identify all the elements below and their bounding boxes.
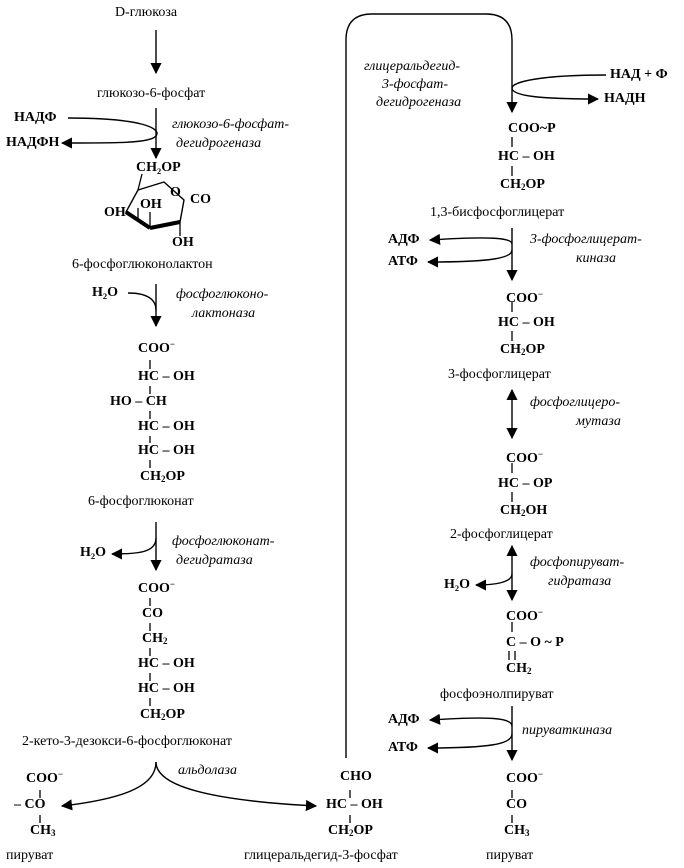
pyruvate-left-name: пируват [6,848,54,863]
pgk-line2: киназа [576,251,616,266]
bpg-ch2op: CH2OP [500,177,545,192]
kdpg-hc-oh-1: HC – OH [138,656,195,671]
pyruvate-right-co: CO [506,797,527,812]
nadp-label: НАДФ [14,110,57,125]
pg3-hc-oh: HC – OH [498,315,555,330]
g3pdh-line1: глицеральдегид- [364,59,461,74]
adp2-label: АДФ [388,712,420,727]
adp1-label: АДФ [388,232,420,247]
lactonase-line1: фосфоглюконо- [176,287,269,302]
arrow-nadp-nadph [60,117,158,149]
gluconate-hc-oh-1: HC – OH [138,369,195,384]
lactone-ch2op: CH₂OP [136,160,181,175]
pep-coo: COO− [506,607,544,624]
arrow-adp [428,233,513,245]
kdpg-co: CO [142,606,163,621]
aldolase-label: альдолаза [178,763,237,778]
pg2-hc-op: HC – OP [498,476,553,491]
enolase-line2: гидратаза [548,574,612,589]
atp1-label: АТФ [388,254,418,269]
h2o-right-label: H₂O [444,577,470,592]
lactone-ring-oxygen: O [170,185,181,200]
dehydratase-line2: дегидратаза [176,553,253,568]
arrow-h2o-in [127,292,157,311]
gluconate-hc-oh-2: HC – OH [138,419,195,434]
pgk-line1: 3-фосфоглицерат- [530,232,642,247]
nad-p-label: НАД + Ф [610,67,668,82]
lactone-ring [124,173,185,236]
pyruvate-right-name: пируват [486,848,534,863]
pg3-name: 3-фосфоглицерат [448,367,551,382]
pyruvate-left-ch3: CH3 [30,823,56,838]
g3p-cho: CHO [340,769,372,784]
pep-c-o-p: C – O ~ P [506,635,564,650]
pyruvate-right-ch3: CH3 [504,823,530,838]
atp2-label: АТФ [388,740,418,755]
arrow-h2o-out [110,537,157,560]
g3p-name: глицеральдегид-3-фосфат [244,848,398,863]
bpg-name: 1,3-бисфосфоглицерат [430,205,565,220]
kdpg-name: 2-кето-3-дезокси-6-фосфоглюконат [22,734,232,749]
arrow-aldolase-g3p [155,761,318,812]
g6pdh-enzyme-line1: глюкозо-6-фосфат- [172,117,290,132]
lactone-co: CO [190,192,211,207]
pgm-line2: мутаза [576,414,621,429]
gluconate-ch2op: CH2OP [140,469,185,484]
arrow-adp2 [428,713,513,727]
lactone-oh-1: OH [104,205,126,220]
gluconate-ho-ch: HO – CH [110,394,167,409]
dehydratase-line1: фосфоглюконат- [172,534,275,549]
arrow-aldolase-pyruvate [60,761,157,811]
bonds [39,137,516,823]
lactone-oh-2: OH [140,197,162,212]
gluconate-coo: COO− [138,339,176,356]
kdpg-hc-oh-2: HC – OH [138,681,195,696]
pep-name: фосфоэнолпируват [440,687,554,702]
bpg-coo-p: COO~P [508,121,556,136]
pg3-ch2op: CH2OP [500,342,545,357]
pk-enzyme-label: пируваткиназа [522,723,613,738]
pg2-name: 2-фосфоглицерат [450,527,553,542]
nadph-label: НАДФН [6,135,60,150]
loop-line [345,13,513,758]
pyruvate-left-co: – CO [14,797,46,812]
pyruvate-right-coo: COO− [506,769,544,786]
glucose-label: D-глюкоза [115,5,178,20]
g6p-label: глюкозо-6-фосфат [97,86,206,101]
g3p-ch2op: CH2OP [328,823,373,838]
enolase-line1: фосфопируват- [530,555,625,570]
arrow-h2o-right [474,573,513,591]
lactone-name: 6-фосфоглюконолактон [72,257,213,272]
g3pdh-line2: 3-фосфат- [382,77,448,92]
kdpg-ch2: CH2 [142,631,168,646]
g3p-hc-oh: HC – OH [326,797,383,812]
gluconate-name: 6-фосфоглюконат [88,494,194,509]
pep-ch2: CH2 [506,661,532,676]
nadh-label: НАДН [604,91,646,106]
pgm-line1: фосфоглицеро- [530,395,620,410]
lactonase-line2: лактоназа [192,306,256,321]
h2o-in-label: H₂O [92,285,118,300]
bpg-hc-oh: HC – OH [498,149,555,164]
kdpg-ch2op: CH2OP [140,707,185,722]
pg2-ch2oh: CH2OH [500,503,548,518]
gluconate-hc-oh-3: HC – OH [138,443,195,458]
h2o-out-label: H₂O [80,545,106,560]
arrow-nad-nadh [511,74,607,105]
g6pdh-enzyme-line2: дегидрогеназа [176,136,262,151]
arrow-atp [426,249,513,268]
pg3-coo: COO− [506,289,544,306]
g3pdh-line3: дегидрогеназа [376,95,462,110]
kdpg-coo: COO− [138,579,176,596]
pyruvate-left-coo: COO− [26,769,64,786]
pg2-coo: COO− [506,449,544,466]
lactone-oh-3: OH [172,235,194,250]
arrow-atp2 [426,733,513,754]
